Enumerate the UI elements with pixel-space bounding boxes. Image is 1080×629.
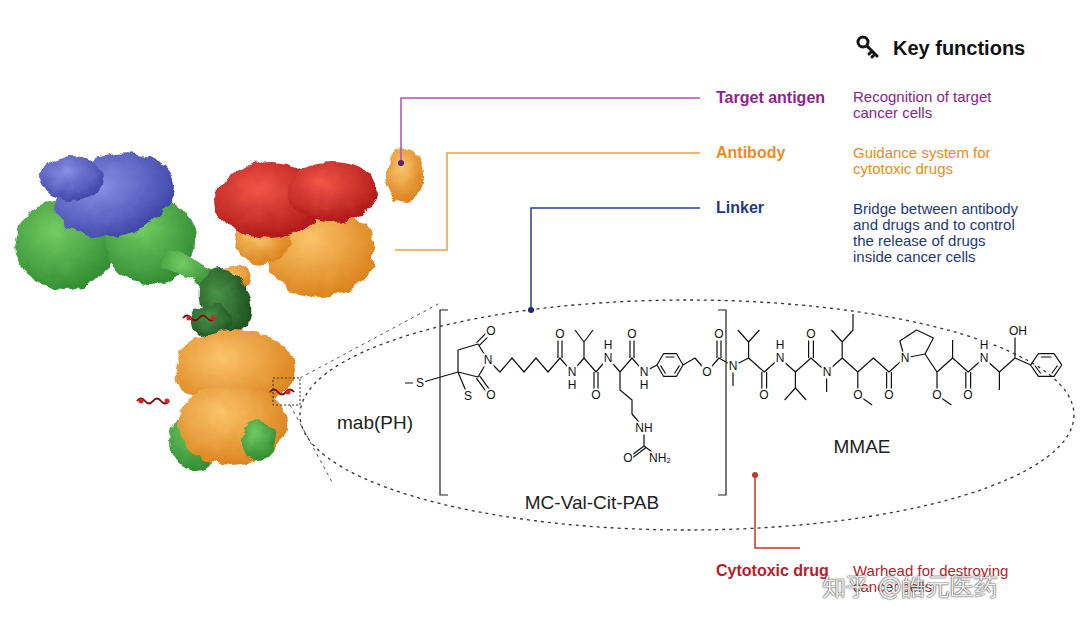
leader-line <box>531 208 700 310</box>
function-description: Bridge between antibody and drugs and to… <box>853 201 1025 265</box>
atom-label: H <box>567 379 578 392</box>
atom-label: O <box>713 328 724 341</box>
atom-label: O <box>931 389 942 402</box>
atom-label: O <box>701 366 712 379</box>
fc-domain <box>240 420 276 460</box>
atom-label: N <box>728 360 739 373</box>
leader-line <box>755 475 800 548</box>
atom-label: N <box>603 352 614 365</box>
drug-linker <box>137 399 169 404</box>
succinimide-bonds <box>405 330 493 397</box>
structure-label: mab(PH) <box>337 412 413 434</box>
drug-payload <box>137 316 294 404</box>
ellipse-outline <box>300 300 1074 530</box>
atom-label: H <box>603 339 614 352</box>
leader-dot <box>398 160 404 166</box>
leader-dot <box>752 472 758 478</box>
atom-label: O <box>590 389 601 402</box>
zoom-box <box>273 378 300 405</box>
zoom-lines <box>290 303 440 482</box>
drug-dot <box>211 316 216 321</box>
linker-bonds <box>405 330 733 460</box>
atom-label: N <box>979 352 990 365</box>
watermark: 知乎 @皓元医药 <box>822 571 998 603</box>
mmae-chain <box>733 314 905 405</box>
mmae-rings <box>900 330 1062 405</box>
light-chain <box>287 162 377 222</box>
function-name: Target antigen <box>716 89 825 107</box>
target-antigen <box>386 148 424 202</box>
drug-dots <box>139 316 291 404</box>
atom-label: N <box>483 354 494 367</box>
atom-label: O <box>852 389 863 402</box>
protein-surface <box>15 141 424 470</box>
atom-label: H <box>639 379 650 392</box>
atom-label: N <box>775 352 786 365</box>
function-description: Guidance system for cytotoxic drugs <box>853 145 1025 177</box>
atom-label: NH₂ <box>648 452 672 465</box>
atom-label: H <box>979 339 990 352</box>
drug-dot <box>165 399 170 404</box>
structure-label: MC-Val-Cit-PAB <box>525 492 659 514</box>
ellipse-outline <box>298 298 1076 532</box>
function-name: Cytotoxic drug <box>716 562 829 580</box>
heading: Key functions <box>893 37 1025 60</box>
drug-dot <box>286 390 291 395</box>
peptide-bonds <box>488 330 660 460</box>
atom-label: H <box>775 339 786 352</box>
key-icon <box>858 37 877 57</box>
atom-label: OH <box>1008 325 1028 338</box>
dashed-ellipse: mab(PH) MC-Val-Cit-PAB MMAE <box>298 298 1076 532</box>
mmae-bonds <box>733 314 1062 405</box>
atom-label: O <box>626 328 637 341</box>
structure-label: MMAE <box>834 436 891 458</box>
atom-label: O <box>883 389 894 402</box>
drug-dot <box>139 399 144 404</box>
function-description: Recognition of target cancer cells <box>853 89 1025 121</box>
atom-label: O <box>554 328 565 341</box>
atom-label: O <box>485 389 496 402</box>
atom-label: N <box>567 366 578 379</box>
key-shaft <box>867 46 877 57</box>
atom-label: O <box>758 389 769 402</box>
atom-label: O <box>485 325 496 338</box>
atom-label: N <box>639 366 650 379</box>
atom-label: O <box>622 452 633 465</box>
leader-line <box>395 153 700 250</box>
fc-domain <box>177 385 287 465</box>
light-chain <box>40 156 104 200</box>
bracket <box>440 310 726 495</box>
atom-label: S <box>415 377 425 390</box>
atom-label: O <box>805 328 816 341</box>
function-name: Linker <box>716 199 764 217</box>
atom-label: NH <box>634 422 653 435</box>
drug-linker <box>183 316 215 321</box>
atom-label: N <box>822 366 833 379</box>
drug-linker <box>270 390 294 395</box>
atom-label: S <box>463 390 473 403</box>
atom-label: O <box>962 389 973 402</box>
drug-dot <box>187 316 192 321</box>
atom-label: N <box>900 352 911 365</box>
function-name: Antibody <box>716 144 785 162</box>
